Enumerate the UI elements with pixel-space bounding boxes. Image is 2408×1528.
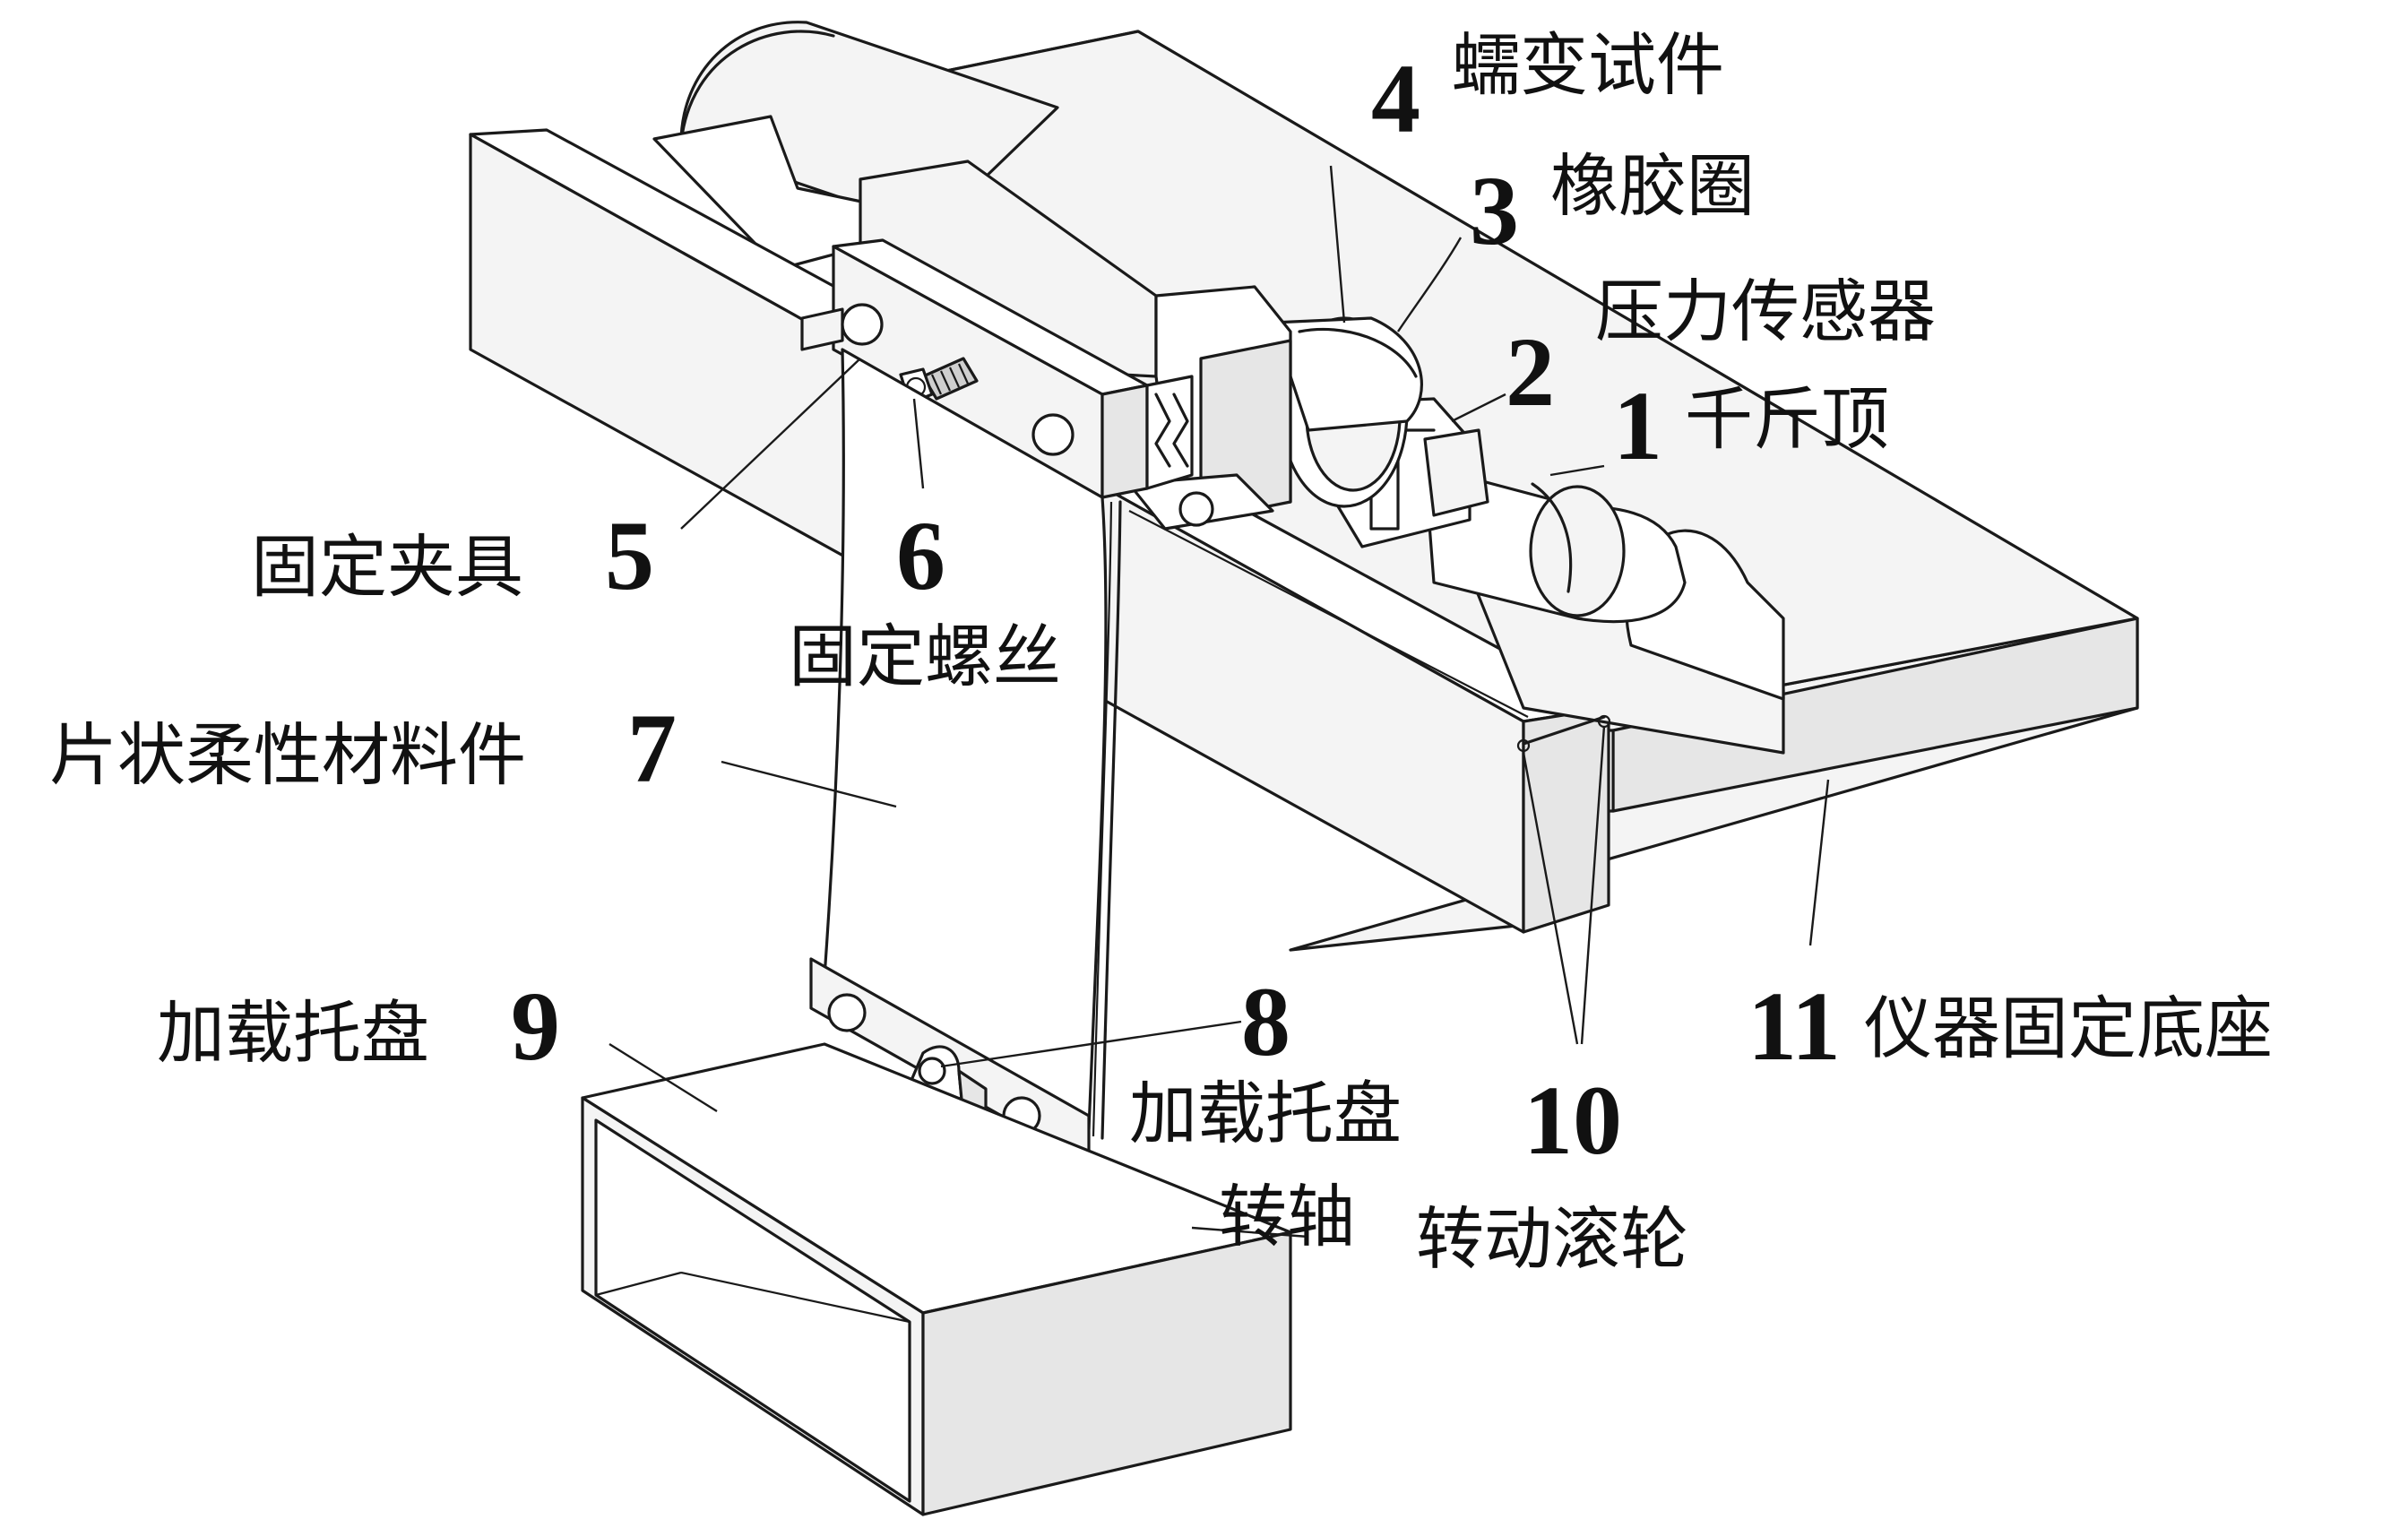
creep-specimen <box>1271 316 1423 432</box>
label-3-text: 橡胶圈 <box>1550 146 1755 226</box>
label-7-number: 7 <box>627 694 677 803</box>
clamp-bolts <box>841 303 1214 527</box>
label-2-number: 2 <box>1506 317 1555 427</box>
label-8-text-line2: 转轴 <box>1219 1177 1355 1256</box>
label-8-text-line1: 加载托盘 <box>1129 1074 1402 1153</box>
label-6-text: 固定螺丝 <box>789 617 1061 696</box>
label-7-text: 片状柔性材料件 <box>49 715 526 795</box>
label-10-number: 10 <box>1523 1066 1622 1175</box>
label-9-text: 加载托盘 <box>157 993 429 1073</box>
label-5-text: 固定夹具 <box>251 527 523 607</box>
jack <box>1423 464 1687 624</box>
leader-lines <box>608 165 1830 1239</box>
label-6-number: 6 <box>896 501 945 610</box>
label-4-text: 蠕变试件 <box>1452 25 1724 105</box>
label-11-number: 11 <box>1748 971 1841 1081</box>
label-8-number: 8 <box>1241 967 1290 1076</box>
label-11-text: 仪器固定底座 <box>1864 988 2273 1068</box>
label-5-number: 5 <box>605 501 654 610</box>
label-3-number: 3 <box>1470 156 1519 265</box>
label-4-number: 4 <box>1371 44 1420 153</box>
label-10-text: 转动滚轮 <box>1416 1199 1688 1279</box>
loading-tray <box>581 1042 1292 1516</box>
label-2-text: 压力传感器 <box>1595 272 1936 351</box>
label-1-text: 千斤顶 <box>1685 379 1889 459</box>
label-9-number: 9 <box>511 971 560 1081</box>
label-1-number: 1 <box>1613 371 1662 480</box>
